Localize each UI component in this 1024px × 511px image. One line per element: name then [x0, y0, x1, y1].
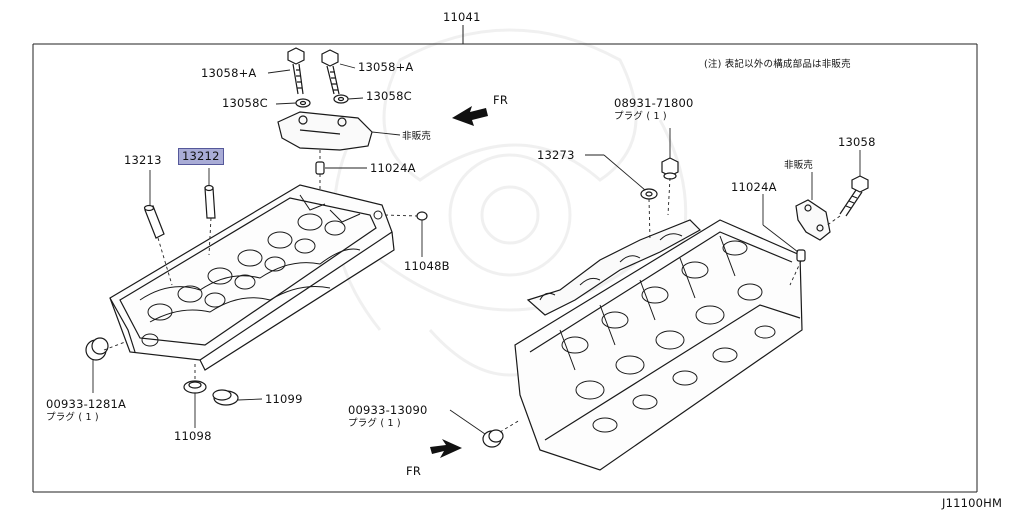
part-label-00933-1281a[interactable]: 00933-1281A [46, 397, 127, 411]
part-qty-00933-13090: プラグ ( 1 ) [348, 418, 401, 429]
part-label-11099[interactable]: 11099 [265, 392, 303, 406]
part-label-13213[interactable]: 13213 [124, 153, 162, 167]
cylinder-head-left [109, 184, 395, 371]
front-label-bottom: FR [406, 464, 422, 478]
washer-13273-art [640, 188, 658, 200]
part-label-11024a-right[interactable]: 11024A [731, 180, 777, 194]
part-label-13058a-right[interactable]: 13058+A [358, 60, 414, 74]
not-sold-label-right: 非販売 [784, 160, 814, 171]
guide-13212-art [204, 184, 216, 219]
not-sold-label-top: 非販売 [402, 131, 432, 142]
bracket-right [795, 199, 831, 241]
part-label-13058[interactable]: 13058 [838, 135, 876, 149]
not-sold-note: (注) 表記以外の構成部品は非販売 [704, 59, 851, 70]
part-label-11048b[interactable]: 11048B [404, 259, 450, 273]
part-label-13273[interactable]: 13273 [537, 148, 575, 162]
plug-00933-1281a-art [85, 337, 109, 361]
part-label-11024a-top[interactable]: 11024A [370, 161, 416, 175]
seal-11099-art [212, 389, 239, 406]
drawing-code: J11100HM [942, 496, 1003, 510]
diagram-frame [32, 25, 978, 493]
part-qty-00933-1281a: プラグ ( 1 ) [46, 412, 99, 423]
front-label-top: FR [493, 93, 509, 107]
bracket-top [277, 111, 373, 151]
part-label-00933-13090[interactable]: 00933-13090 [348, 403, 428, 417]
front-arrow-bottom [430, 439, 462, 458]
part-label-11098[interactable]: 11098 [174, 429, 212, 443]
plug-00933-13090-art [482, 429, 504, 448]
washer-left-art [295, 98, 311, 108]
dowel-top-art [315, 161, 325, 175]
part-label-13212-highlighted[interactable]: 13212 [178, 148, 224, 165]
bolt-13058-art [839, 175, 869, 217]
cylinder-head-right [514, 219, 803, 471]
bolt-a-right-art [321, 49, 340, 95]
seal-11098-art [183, 380, 207, 394]
part-label-13058c-left[interactable]: 13058C [222, 96, 268, 110]
washer-right-art [333, 94, 349, 104]
leader-lines [92, 63, 861, 435]
part-label-13058a-left[interactable]: 13058+A [201, 66, 257, 80]
bolt-a-left-art [287, 47, 305, 95]
plug-11048b-art [416, 211, 428, 221]
front-arrow-top [452, 106, 488, 126]
plug-08931-art [661, 157, 679, 180]
assembly-number-label: 11041 [443, 10, 481, 24]
guide-13213-art [143, 204, 165, 239]
part-qty-08931-71800: プラグ ( 1 ) [614, 111, 667, 122]
part-label-08931-71800[interactable]: 08931-71800 [614, 96, 694, 110]
part-label-13058c-right[interactable]: 13058C [366, 89, 412, 103]
